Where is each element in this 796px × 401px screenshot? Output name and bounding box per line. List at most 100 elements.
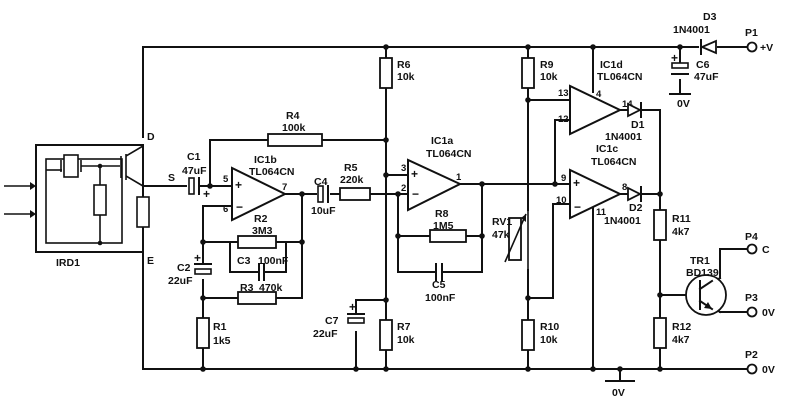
ic1a-pin-out: 1	[456, 172, 462, 183]
p3-net: 0V	[762, 307, 775, 319]
r3-value: 470k	[259, 282, 283, 294]
p1-terminal	[746, 41, 758, 53]
junctions	[200, 44, 683, 372]
ic1c-opamp	[569, 168, 623, 220]
ic1a-minus-sign: −	[412, 187, 419, 201]
d1-part: 1N4001	[605, 131, 642, 143]
p4-label: P4	[745, 231, 758, 243]
ic1c-minus-sign: −	[574, 200, 581, 214]
ic1c-plus-sign: +	[573, 176, 580, 190]
p1-label: P1	[745, 27, 758, 39]
d2-diode	[627, 186, 643, 202]
c6-plus-sign: +	[671, 51, 678, 65]
ic1b-pin-plus: 5	[223, 174, 229, 185]
ic1d-pin-12: 12	[558, 114, 569, 125]
c4-value: 10uF	[311, 205, 336, 217]
c4-label: C4	[314, 176, 328, 188]
ic1c-pin-minus: 10	[556, 195, 567, 206]
r1-label: R1	[213, 321, 227, 333]
d3-label: D3	[703, 11, 717, 23]
r6-resistor	[379, 57, 393, 89]
ird1-detector	[4, 144, 150, 253]
ic1d-label: IC1d	[600, 59, 623, 71]
c4-capacitor	[317, 185, 329, 203]
c5-capacitor	[435, 263, 443, 281]
r1-resistor	[196, 317, 210, 349]
c3-label: C3	[237, 255, 251, 267]
p2-terminal	[746, 363, 758, 375]
ic1c-part: TL064CN	[591, 156, 637, 168]
ic1c-pin-gnd: 11	[596, 207, 607, 218]
r6-value: 10k	[397, 71, 415, 83]
r6-label: R6	[397, 59, 411, 71]
tr1-part: BD139	[686, 267, 719, 279]
d1-label: D1	[631, 119, 645, 131]
p3-terminal	[746, 306, 758, 318]
ic1a-opamp	[407, 158, 463, 212]
r4-value: 100k	[282, 122, 306, 134]
c2-plus-sign: +	[194, 251, 201, 265]
r12-resistor	[653, 317, 667, 349]
c2-label: C2	[177, 262, 191, 274]
ic1b-opamp	[231, 166, 288, 222]
ic1b-pin-minus: 6	[223, 204, 228, 215]
ground-label: 0V	[612, 387, 625, 399]
c2-value: 22uF	[168, 275, 193, 287]
ird1-pin-s: S	[168, 172, 175, 184]
r10-value: 10k	[540, 334, 558, 346]
r1-value: 1k5	[213, 335, 231, 347]
r7-value: 10k	[397, 334, 415, 346]
d2-label: D2	[629, 202, 643, 214]
ird1-pin-e: E	[147, 255, 154, 267]
ic1b-plus-sign: +	[235, 178, 242, 192]
r7-resistor	[379, 319, 393, 351]
ic1c-label: IC1c	[596, 143, 618, 155]
r5-value: 220k	[340, 174, 364, 186]
r11-value: 4k7	[672, 226, 690, 238]
wires	[142, 46, 749, 382]
c1-capacitor	[188, 177, 200, 195]
c7-label: C7	[325, 315, 339, 327]
ic1c-pin-plus: 9	[561, 173, 566, 184]
r4-label: R4	[286, 110, 300, 122]
c6-label: C6	[696, 59, 710, 71]
d3-diode	[699, 39, 717, 55]
p3-label: P3	[745, 292, 758, 304]
r4-resistor	[267, 133, 323, 147]
r9-value: 10k	[540, 71, 558, 83]
ic1d-pin-13: 13	[558, 88, 569, 99]
d1-diode	[627, 102, 643, 118]
ic1b-label: IC1b	[254, 154, 277, 166]
p4-net: C	[762, 244, 770, 256]
r5-label: R5	[344, 162, 358, 174]
r2-value: 3M3	[252, 225, 273, 237]
ic1b-pin-out: 7	[282, 182, 287, 193]
p2-net: 0V	[762, 364, 775, 376]
c1-value: 47uF	[182, 165, 207, 177]
c7-capacitor	[347, 313, 365, 324]
d2-part: 1N4001	[604, 215, 641, 227]
r3-label: R3	[240, 282, 254, 294]
tr1-transistor	[685, 274, 727, 316]
ic1a-plus-sign: +	[411, 167, 418, 181]
ic1b-part: TL064CN	[249, 166, 295, 178]
r10-resistor	[521, 319, 535, 351]
ic1b-minus-sign: −	[236, 200, 243, 214]
r3-resistor	[237, 291, 277, 305]
tr1-label: TR1	[690, 255, 710, 267]
c6-value: 47uF	[694, 71, 719, 83]
r9-resistor	[521, 57, 535, 89]
p1-net: +V	[760, 42, 773, 54]
c6-ground-label: 0V	[677, 98, 690, 110]
d3-part: 1N4001	[673, 24, 710, 36]
r11-label: R11	[672, 213, 691, 225]
r5-resistor	[339, 187, 371, 201]
c3-capacitor	[258, 263, 265, 281]
r12-value: 4k7	[672, 334, 690, 346]
c3-value: 100nF	[258, 255, 289, 267]
ic1d-pin-4: 4	[596, 89, 602, 100]
ird1-pin-d: D	[147, 131, 155, 143]
rv1-potentiometer	[504, 210, 529, 270]
r9-label: R9	[540, 59, 554, 71]
